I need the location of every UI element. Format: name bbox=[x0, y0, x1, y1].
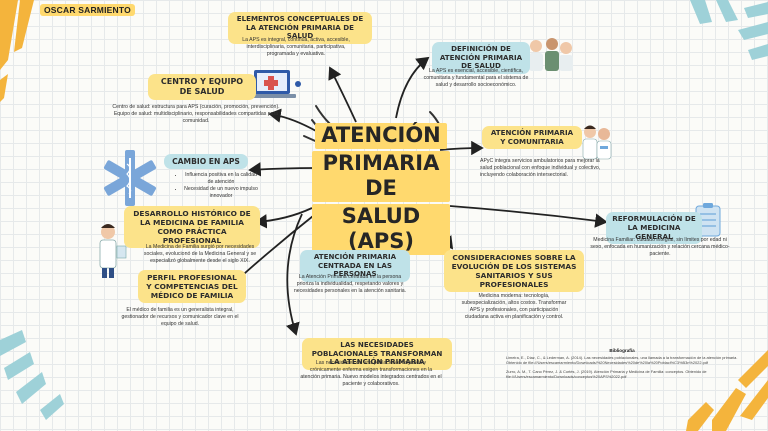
arrow-to-cambio bbox=[248, 162, 317, 177]
topic-elementos-title: ELEMENTOS CONCEPTUALES DE LA ATENCIÓN PR… bbox=[228, 12, 372, 44]
blue-brush-strokes-top-right bbox=[690, 0, 768, 60]
main-title-line-3: SALUD (APS) bbox=[312, 203, 450, 256]
main-title-line-1: ATENCIÓN bbox=[315, 123, 447, 149]
arrow-to-comunitaria bbox=[439, 140, 484, 156]
orange-brush-strokes-bottom-right bbox=[686, 350, 768, 431]
laptop-icon bbox=[248, 70, 301, 98]
topic-perfil-text: El médico de familia es un generalista i… bbox=[121, 307, 239, 328]
topic-definicion-text: La APS es esencial, accesible, científic… bbox=[423, 68, 529, 89]
topic-comunitaria-title: ATENCIÓN PRIMARIA Y COMUNITARIA bbox=[482, 126, 582, 150]
main-title-line-2: PRIMARIA DE bbox=[312, 150, 450, 202]
blue-brush-strokes-bottom-left bbox=[0, 330, 64, 420]
author-name: OSCAR SARMIENTO bbox=[40, 4, 135, 16]
topic-necesidades-title: LAS NECESIDADES POBLACIONALES TRANSFORMA… bbox=[302, 338, 452, 370]
topic-cambio-bullet: Necesidad de un nuevo impulso innovador bbox=[184, 186, 258, 200]
topic-consideraciones-text: Medicina moderna: tecnología, subespecia… bbox=[461, 293, 567, 321]
two-doctors-illustration bbox=[582, 125, 612, 160]
topic-cambio-title: CAMBIO EN APS bbox=[164, 154, 248, 170]
arrow-to-definicion bbox=[395, 56, 430, 119]
arrow-to-elementos bbox=[328, 66, 357, 123]
topic-comunitaria-text: APyC integra servicios ambulatorios para… bbox=[480, 158, 601, 179]
topic-elementos-text: La APS es integral, continua, activa, ac… bbox=[242, 37, 350, 58]
topic-reformulacion-title: REFORMULACIÓN DE LA MEDICINA GENERAL bbox=[606, 212, 702, 245]
topic-centro-text: Centro de salud: estructura para APS (cu… bbox=[112, 104, 280, 125]
bibliography-entry: Limeira, E., Díaz, C., & Lederman, A. (2… bbox=[506, 355, 738, 366]
topic-perfil-title: PERFIL PROFESIONAL Y COMPETENCIAS DEL MÉ… bbox=[138, 270, 246, 304]
topic-reformulacion-text: Medicina Familiar: cuidado integral, sin… bbox=[590, 237, 730, 258]
orange-brush-strokes-top-left bbox=[0, 0, 34, 102]
topic-consideraciones-title: CONSIDERACIONES SOBRE LA EVOLUCIÓN DE LO… bbox=[444, 250, 584, 293]
main-title: ATENCIÓN PRIMARIA DE SALUD (APS) bbox=[312, 122, 450, 256]
topic-cambio-bullet: Influencia positiva en la calidad de ate… bbox=[184, 172, 258, 186]
bibliography-heading: Bibliografía bbox=[609, 348, 635, 353]
topic-necesidades-text: Las necesidades de una población envejec… bbox=[300, 360, 442, 388]
topic-centrada-title: ATENCIÓN PRIMARIA CENTRADA EN LAS PERSON… bbox=[300, 250, 410, 282]
topic-cambio-list: Influencia positiva en la calidad de ate… bbox=[178, 172, 258, 200]
topic-centro-title: CENTRO Y EQUIPO DE SALUD bbox=[148, 74, 256, 100]
star-of-life-icon bbox=[103, 150, 157, 206]
topic-historico-text: La Medicina de Familia surgió por necesi… bbox=[143, 244, 257, 265]
bibliography-entry: Zurro, A. M., T. Cano Pérez, J. & Cortés… bbox=[506, 368, 707, 380]
bibliography: Bibliografía Limeira, E., Díaz, C., & Le… bbox=[506, 348, 738, 380]
medical-team-illustration bbox=[529, 38, 573, 71]
arrow-to-reformulacion bbox=[449, 205, 608, 228]
topic-centrada-text: La Atención Primaria centrada en la pers… bbox=[293, 274, 407, 295]
doctor-illustration bbox=[99, 224, 127, 278]
topic-definicion-title: DEFINICIÓN DE ATENCIÓN PRIMARIA DE SALUD bbox=[432, 42, 530, 74]
topic-historico-title: DESARROLLO HISTÓRICO DE LA MEDICINA DE F… bbox=[124, 206, 260, 249]
arrow-to-historico bbox=[254, 207, 313, 229]
arrow-to-necesidades bbox=[285, 213, 303, 336]
